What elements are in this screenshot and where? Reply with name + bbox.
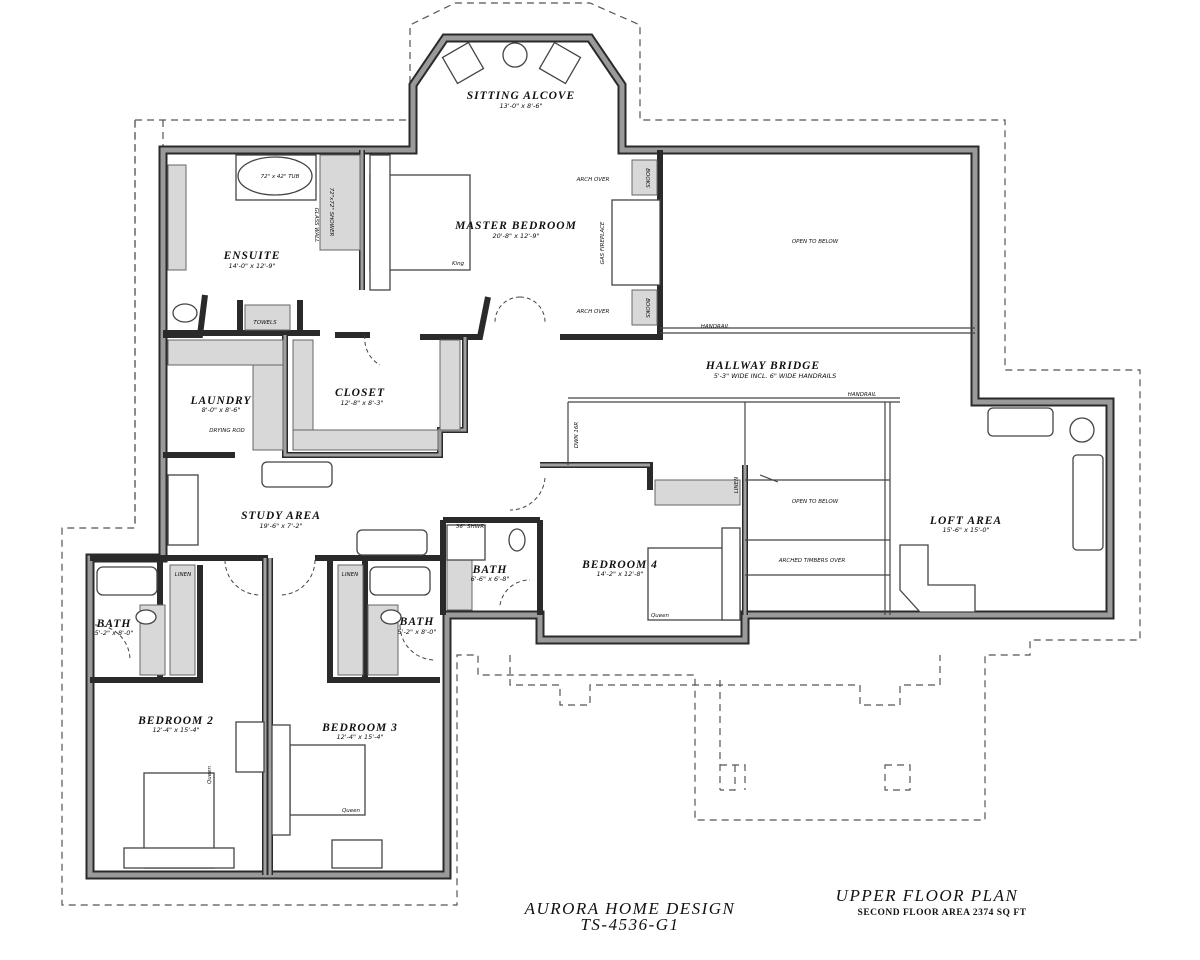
queen-bed-label: Queen (207, 765, 213, 784)
plan-notes: 72" x 42" TUB 72"x72" SHOWER GLASS WALL … (175, 168, 876, 814)
room-dim: 13'-0" x 8'-6" (500, 102, 543, 110)
room-bath-2: BATH 5'-2" x 8'-0" (95, 618, 134, 637)
shower-36-label: 36" SHWR (456, 524, 484, 530)
room-dim: 19'-6" x 7'-2" (260, 522, 303, 530)
room-name: SITTING ALCOVE (467, 90, 575, 102)
title-block: AURORA HOME DESIGN TS-4536-G1 UPPER FLOO… (524, 886, 1027, 934)
floor-area: SECOND FLOOR AREA 2374 SQ FT (858, 908, 1027, 918)
room-bedroom-2: BEDROOM 2 12'-4" x 15'-4" (137, 715, 214, 734)
room-dim: 6'-6" x 6'-8" (471, 575, 510, 583)
room-name: BATH (472, 564, 508, 576)
exterior-walls (85, 33, 1115, 880)
room-master-bedroom: MASTER BEDROOM 20'-8" x 12'-9" (454, 220, 577, 240)
handrail-note: HANDRAIL (848, 392, 877, 398)
gas-fireplace-label: GAS FIREPLACE (600, 221, 606, 264)
room-dim: 12'-4" x 15'-4" (152, 726, 199, 734)
room-bedroom-3: BEDROOM 3 12'-4" x 15'-4" (321, 722, 398, 741)
room-name: CLOSET (335, 387, 385, 399)
interior-walls (90, 150, 975, 875)
tub-note: 72" x 42" TUB (261, 174, 300, 180)
roof-outline (61, 2, 1141, 906)
room-dim: 15'-6" x 15'-0" (942, 526, 989, 534)
arch-over-note: ARCH OVER (576, 177, 610, 183)
room-bath-4: BATH 6'-6" x 6'-8" (471, 564, 510, 583)
room-bath-3: BATH 5'-2" x 8'-0" (398, 616, 437, 636)
linen-label: LINEN (734, 477, 740, 493)
room-dim: 5'-2" x 8'-0" (95, 629, 134, 637)
room-bedroom-4: BEDROOM 4 14'-2" x 12'-8" (581, 559, 658, 578)
room-name: BEDROOM 4 (581, 559, 658, 571)
queen-bed-label: Queen (342, 808, 361, 814)
room-dim: 5'-2" x 8'-0" (398, 628, 437, 636)
room-dim: 12'-8" x 8'-3" (341, 399, 384, 407)
room-laundry: LAUNDRY 8'-0" x 8'-6" (189, 395, 251, 414)
porch-outline (509, 655, 941, 791)
glass-wall-note: GLASS WALL (313, 208, 319, 243)
room-name: STUDY AREA (241, 510, 321, 522)
room-hallway-bridge: HALLWAY BRIDGE 5'-3" WIDE INCL. 6" WIDE … (705, 360, 836, 380)
king-bed-label: King (452, 261, 465, 267)
room-name: BATH (96, 618, 132, 630)
room-dim: 5'-3" WIDE INCL. 6" WIDE HANDRAILS (714, 372, 837, 380)
room-dim: 8'-0" x 8'-6" (202, 406, 241, 414)
room-name: MASTER BEDROOM (454, 220, 577, 232)
room-sitting-alcove: SITTING ALCOVE 13'-0" x 8'-6" (467, 90, 575, 110)
room-dim: 20'-8" x 12'-9" (492, 232, 539, 240)
room-closet: CLOSET 12'-8" x 8'-3" (335, 387, 385, 407)
company-name: AURORA HOME DESIGN (524, 899, 736, 918)
door-swings (94, 296, 546, 661)
books-label: BOOKS (644, 168, 650, 188)
linen-label: LINEN (175, 572, 191, 578)
room-name: BEDROOM 3 (321, 722, 398, 734)
room-dim: 14'-2" x 12'-8" (596, 570, 643, 578)
room-dim: 12'-4" x 15'-4" (336, 733, 383, 741)
towels-label: TOWELS (253, 320, 277, 326)
room-ensuite: ENSUITE 14'-0" x 12'-9" (223, 250, 281, 270)
room-name: BEDROOM 2 (137, 715, 214, 727)
stair-down-label: DWN 16R (574, 422, 580, 449)
arch-over-note: ARCH OVER (576, 309, 610, 315)
room-loft-area: LOFT AREA 15'-6" x 15'-0" (929, 515, 1002, 534)
room-name: BATH (399, 616, 435, 628)
roof-line-left (134, 120, 164, 528)
plan-number: TS-4536-G1 (580, 915, 679, 934)
furniture (96, 41, 1104, 869)
drying-rod-note: DRYING ROD (209, 428, 245, 434)
room-name: LOFT AREA (929, 515, 1002, 527)
plan-title: UPPER FLOOR PLAN (836, 886, 1019, 905)
tiled-areas (139, 154, 741, 676)
room-study-area: STUDY AREA 19'-6" x 7'-2" (241, 510, 321, 530)
room-dim: 14'-0" x 12'-9" (228, 262, 275, 270)
linen-label: LINEN (342, 572, 358, 578)
books-label: BOOKS (644, 298, 650, 318)
open-to-below-note: OPEN TO BELOW (792, 499, 839, 505)
handrail-note: HANDRAIL (701, 324, 730, 330)
queen-bed-label: Queen (651, 613, 670, 619)
open-to-below-note: OPEN TO BELOW (792, 239, 839, 245)
shower-note: 72"x72" SHOWER (328, 188, 334, 237)
room-name: HALLWAY BRIDGE (705, 360, 820, 372)
arched-timbers-note: ARCHED TIMBERS OVER (778, 558, 846, 564)
room-name: LAUNDRY (189, 395, 251, 407)
room-name: ENSUITE (223, 250, 281, 262)
